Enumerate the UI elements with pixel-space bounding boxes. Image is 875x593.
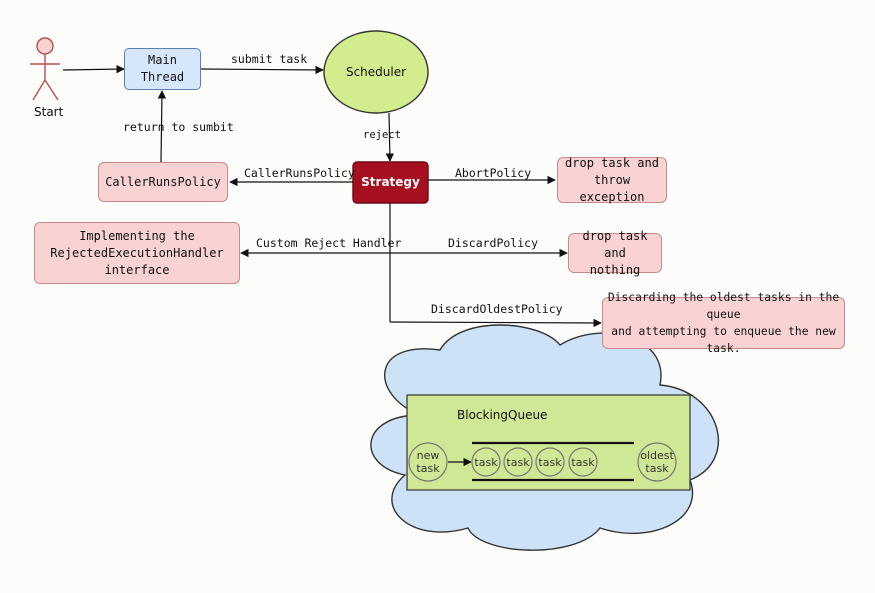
task-label-2: task: [506, 455, 530, 469]
discard-result-line-2: nothing: [589, 262, 641, 277]
edge-discard-oldest-policy: [389, 318, 602, 328]
scheduler-node: Scheduler: [324, 31, 428, 113]
task-circle-1: [471, 447, 501, 477]
edge-label-abort-policy: AbortPolicy: [455, 166, 532, 180]
discard-result-node: drop task and nothing: [568, 229, 662, 277]
new-task-line-2: task: [416, 462, 440, 475]
main-thread-node: Main Thread: [124, 48, 201, 90]
abort-result-line-2: throw exception: [579, 172, 645, 204]
main-thread-label: Main Thread: [140, 53, 185, 84]
scheduler-node-shape: [323, 30, 429, 114]
actor-icon: [30, 37, 60, 101]
task-circle-4: [568, 447, 598, 477]
abort-result-line-1: drop task and: [565, 155, 659, 170]
task-label-1: task: [474, 455, 498, 469]
custom-handler-line-1: Implementing the: [79, 228, 195, 243]
caller-runs-policy-node: CallerRunsPolicy: [98, 162, 228, 202]
task-circle-2: [503, 447, 533, 477]
edge-return-to-submit: [157, 90, 167, 163]
custom-handler-node: Implementing the RejectedExecutionHandle…: [34, 222, 240, 284]
discard-result-line-1: drop task and: [582, 228, 648, 260]
blocking-queue-title: BlockingQueue: [457, 408, 548, 422]
new-task-circle: [408, 442, 448, 482]
task-label-4: task: [571, 455, 595, 469]
edge-submit-task: [200, 65, 324, 75]
oldest-task-line-1: oldest: [640, 449, 674, 462]
edge-start-to-main-thread: [62, 64, 125, 74]
edge-reject: [385, 112, 395, 162]
task-label-3: task: [538, 455, 562, 469]
edge-label-reject: reject: [363, 129, 401, 141]
custom-handler-line-3: interface: [104, 262, 170, 277]
edge-label-caller-runs-policy: CallerRunsPolicy: [244, 166, 355, 180]
caller-runs-policy-label: CallerRunsPolicy: [105, 174, 221, 189]
new-task-line-1: new: [416, 449, 440, 462]
discard-oldest-result-line-1: Discarding the oldest tasks in the queue: [607, 291, 840, 321]
edge-label-return-to-submit: return to sumbit: [123, 120, 234, 134]
new-task-label: new task: [409, 443, 447, 481]
strategy-label: Strategy: [361, 175, 420, 189]
task-circle-3: [535, 447, 565, 477]
edge-label-discard-policy: DiscardPolicy: [448, 236, 539, 250]
oldest-task-line-2: task: [645, 462, 669, 475]
edge-label-discard-oldest-policy: DiscardOldestPolicy: [431, 302, 563, 316]
discard-oldest-result-node: Discarding the oldest tasks in the queue…: [602, 291, 845, 355]
custom-handler-line-2: RejectedExecutionHandler: [50, 245, 224, 260]
abort-result-node: drop task and throw exception: [557, 155, 667, 204]
discard-oldest-result-line-2: and attempting to enqueue the new task.: [611, 325, 836, 355]
actor-label: Start: [34, 105, 64, 119]
strategy-node: Strategy: [353, 162, 428, 203]
scheduler-label: Scheduler: [345, 64, 407, 79]
oldest-task-circle: [637, 442, 677, 482]
oldest-task-label: oldest task: [637, 443, 677, 481]
edge-label-submit-task: submit task: [231, 52, 308, 66]
edge-label-custom-reject-handler: Custom Reject Handler: [256, 236, 402, 250]
